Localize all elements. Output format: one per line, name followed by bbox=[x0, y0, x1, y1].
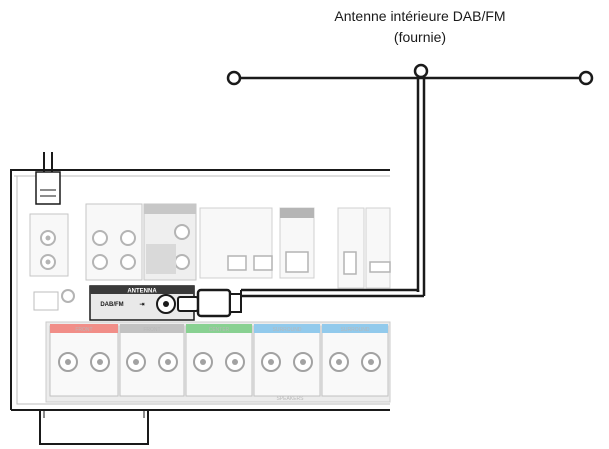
antenna-feed-cable bbox=[416, 78, 426, 292]
antenna-port-symbol: ⇥ bbox=[139, 302, 144, 308]
power-cable bbox=[43, 152, 53, 172]
speaker-label-front-left: FRONT bbox=[75, 327, 92, 333]
speaker-label-front-right: FRONT bbox=[143, 327, 160, 333]
dab-fm-antenna bbox=[226, 63, 594, 298]
antenna-center-hanger bbox=[413, 63, 429, 79]
antenna-title: Antenne intérieure DAB/FM bbox=[334, 8, 506, 24]
speaker-terminals: FRONT FRONT CENTER SURROUND SURROUND SPE… bbox=[45, 321, 391, 403]
antenna-plug bbox=[177, 288, 242, 318]
antenna-caption: Antenne intérieure DAB/FM (fournie) bbox=[300, 6, 540, 48]
receiver-foot bbox=[39, 410, 149, 445]
antenna-header-label: ANTENNA bbox=[127, 289, 157, 295]
antenna-subtitle: (fournie) bbox=[393, 29, 447, 45]
antenna-left-end bbox=[226, 70, 242, 86]
antenna-cable-horizontal bbox=[241, 288, 424, 298]
speaker-label-surround-right: SURROUND bbox=[341, 327, 370, 333]
speaker-label-center: CENTER bbox=[209, 327, 230, 333]
speakers-footer-label: SPEAKERS bbox=[277, 396, 305, 402]
antenna-terminal: ANTENNA DAB/FM ⇥ bbox=[89, 285, 195, 321]
antenna-port-label: DAB/FM bbox=[100, 302, 123, 308]
antenna-right-end bbox=[578, 70, 594, 86]
rear-panel bbox=[29, 203, 391, 311]
receiver-chassis bbox=[10, 152, 390, 445]
speaker-label-surround-left: SURROUND bbox=[273, 327, 302, 333]
